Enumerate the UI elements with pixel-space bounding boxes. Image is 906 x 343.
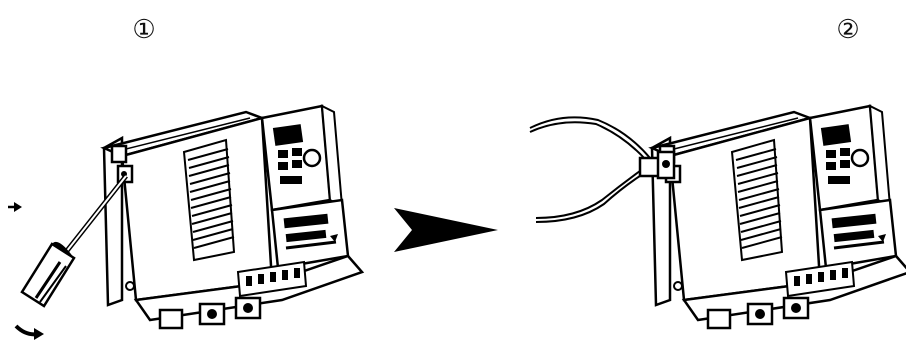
next-step-arrow-icon xyxy=(394,208,498,252)
inverter-unit-icon-2 xyxy=(652,106,906,328)
rotate-arrow-icon xyxy=(16,326,44,340)
push-arrow-icon xyxy=(8,202,22,212)
inverter-unit-icon-1 xyxy=(104,106,362,328)
